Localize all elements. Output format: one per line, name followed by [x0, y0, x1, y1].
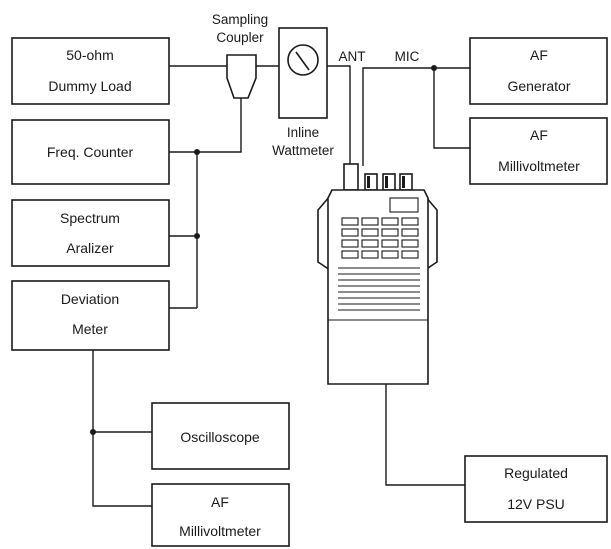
deviation-line2: Meter	[72, 321, 108, 337]
sampling-coupler: Sampling Coupler	[212, 12, 268, 99]
block-af-generator: AF Generator	[469, 37, 608, 105]
spectrum-line2: Aralizer	[66, 240, 114, 256]
wattmeter-line2: Wattmeter	[272, 143, 334, 158]
psu-line2: 12V PSU	[507, 496, 565, 512]
sampling-coupler-icon	[226, 54, 257, 99]
wire-mic-to-af-mv	[433, 68, 470, 149]
af-mv-bottom-line2: Millivoltmeter	[179, 523, 261, 539]
block-regulated-psu: Regulated 12V PSU	[464, 455, 608, 523]
freq-counter-label: Freq. Counter	[47, 144, 134, 160]
wire-mic-line	[362, 67, 470, 166]
mic-label: MIC	[395, 49, 420, 64]
block-oscilloscope: Oscilloscope	[151, 402, 290, 470]
radio-speaker-grille	[338, 267, 420, 311]
deviation-line1: Deviation	[61, 291, 119, 307]
handheld-transceiver-icon	[317, 163, 438, 385]
af-mv-bottom-line1: AF	[211, 494, 229, 510]
block-spectrum-analyzer: Spectrum Aralizer	[11, 199, 170, 267]
af-generator-line2: Generator	[507, 78, 570, 94]
inline-wattmeter: Inline Wattmeter	[272, 27, 334, 158]
wattmeter-icon	[287, 44, 319, 76]
af-mv-right-line2: Millivoltmeter	[498, 158, 580, 174]
oscilloscope-label: Oscilloscope	[180, 429, 260, 445]
block-deviation-meter: Deviation Meter	[11, 280, 170, 351]
junction-dot	[194, 233, 200, 239]
wire-radio-psu	[385, 384, 465, 486]
wire-wattmeter-antenna	[327, 65, 351, 166]
ant-label: ANT	[339, 49, 366, 64]
block-af-millivoltmeter-right: AF Millivoltmeter	[469, 117, 608, 185]
block-af-millivoltmeter-bottom: AF Millivoltmeter	[151, 483, 290, 547]
af-mv-right-line1: AF	[530, 127, 548, 143]
af-generator-line1: AF	[530, 47, 548, 63]
wattmeter-line1: Inline	[287, 125, 319, 140]
wire-coupler-to-bus	[197, 98, 242, 153]
sampling-coupler-line1: Sampling	[212, 12, 268, 27]
wire-deviation-output	[92, 350, 152, 507]
junction-dot	[194, 149, 200, 155]
radio-keypad	[341, 217, 419, 259]
spectrum-line1: Spectrum	[60, 210, 120, 226]
block-freq-counter: Freq. Counter	[11, 119, 170, 185]
dummy-load-line1: 50-ohm	[66, 47, 113, 63]
block-dummy-load: 50-ohm Dummy Load	[11, 37, 170, 105]
sampling-coupler-line2: Coupler	[216, 30, 264, 45]
dummy-load-line2: Dummy Load	[48, 78, 131, 94]
junction-dot	[431, 65, 437, 71]
psu-line1: Regulated	[504, 465, 568, 481]
junction-dot	[90, 429, 96, 435]
wiring	[90, 65, 470, 507]
